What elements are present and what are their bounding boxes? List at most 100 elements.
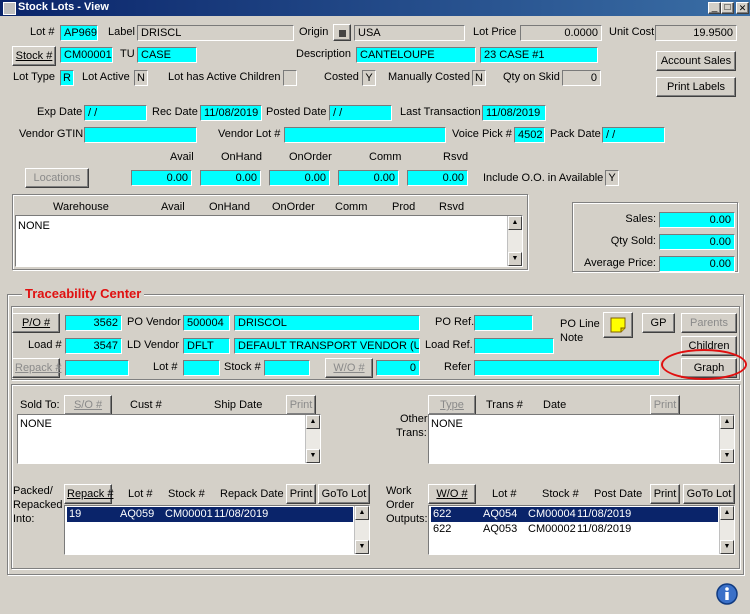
lot-active-checkbox[interactable]: N <box>134 70 148 86</box>
active-children-checkbox[interactable] <box>283 70 297 86</box>
packed-goto-lot-button[interactable]: GoTo Lot <box>318 484 370 504</box>
table-row[interactable]: 19 AQ059 CM00001 11/08/2019 <box>67 507 353 522</box>
wo-number-cell: 622 <box>433 523 452 535</box>
minimize-button[interactable]: _ <box>708 2 721 14</box>
table-row[interactable]: 622 AQ053 CM00002 11/08/2019 <box>431 522 718 537</box>
wo-outputs-list[interactable]: 622 AQ054 CM00004 11/08/2019 622 AQ053 C… <box>428 505 735 555</box>
po-line-note-button[interactable] <box>603 312 633 338</box>
ld-vendor-name-field[interactable]: DEFAULT TRANSPORT VENDOR (USD <box>234 338 420 354</box>
load-field[interactable]: 3547 <box>65 338 122 354</box>
info-icon[interactable] <box>715 582 739 606</box>
lot-field[interactable]: AP969 <box>60 25 98 41</box>
po-ref-field[interactable] <box>474 315 533 331</box>
include-oo-checkbox[interactable]: Y <box>605 170 619 186</box>
trace-lot-field[interactable] <box>183 360 220 376</box>
po-line-note-label: PO Line <box>560 318 600 330</box>
label-label: Label <box>108 26 135 38</box>
type-button[interactable]: Type <box>428 395 476 415</box>
last-transaction-field[interactable]: 11/08/2019 <box>482 105 546 121</box>
warehouse-list[interactable]: NONE ▲▼ <box>15 215 523 267</box>
packed-print-button[interactable]: Print <box>286 484 316 504</box>
qty-onhand-field[interactable]: 0.00 <box>200 170 261 186</box>
stock-button[interactable]: Stock # <box>12 46 56 66</box>
pack-date-field[interactable]: / / <box>602 127 665 143</box>
lot-price-label: Lot Price <box>473 26 517 38</box>
print-labels-button[interactable]: Print Labels <box>656 77 736 97</box>
close-button[interactable]: ✕ <box>736 2 749 14</box>
sold-to-list[interactable]: NONE ▲▼ <box>17 414 321 464</box>
wo-goto-lot-button[interactable]: GoTo Lot <box>683 484 735 504</box>
packed-date-cell: 11/08/2019 <box>214 508 269 520</box>
sold-to-print-button[interactable]: Print <box>286 395 316 415</box>
qty-on-skid-field[interactable]: 0 <box>562 70 601 86</box>
label-field[interactable]: DRISCL <box>137 25 294 41</box>
maximize-button[interactable]: □ <box>721 2 734 14</box>
qty-avail-field[interactable]: 0.00 <box>131 170 192 186</box>
exp-date-field[interactable]: / / <box>84 105 147 121</box>
vendor-gtin-field[interactable] <box>84 127 197 143</box>
post-date-header: Post Date <box>594 488 643 500</box>
list-item[interactable]: NONE <box>18 220 50 232</box>
stock-field[interactable]: CM00001 <box>60 47 113 63</box>
wh-header-prod: Prod <box>392 201 416 213</box>
packed-repack-button[interactable]: Repack # <box>64 484 113 504</box>
list-item[interactable]: NONE <box>431 418 463 430</box>
unit-cost-field[interactable]: 19.9500 <box>655 25 737 41</box>
so-button[interactable]: S/O # <box>64 395 112 415</box>
refer-field[interactable] <box>474 360 660 376</box>
locations-button[interactable]: Locations <box>25 168 89 188</box>
po-button[interactable]: P/O # <box>12 313 60 333</box>
ld-vendor-code-field[interactable]: DFLT <box>183 338 230 354</box>
wo-stock-cell: CM00002 <box>528 523 576 535</box>
rec-date-field[interactable]: 11/08/2019 <box>200 105 262 121</box>
parents-button[interactable]: Parents <box>681 313 737 333</box>
table-row[interactable]: 622 AQ054 CM00004 11/08/2019 <box>431 507 718 522</box>
tu-field[interactable]: CASE <box>137 47 197 63</box>
gp-button[interactable]: GP <box>642 313 675 333</box>
ship-date-header: Ship Date <box>214 399 263 411</box>
costed-checkbox[interactable]: Y <box>362 70 376 86</box>
other-trans-list[interactable]: NONE ▲▼ <box>428 414 735 464</box>
wo-button[interactable]: W/O # <box>325 358 373 378</box>
qty-rsvd-field[interactable]: 0.00 <box>407 170 468 186</box>
account-sales-button[interactable]: Account Sales <box>656 51 736 71</box>
list-item[interactable]: NONE <box>20 418 52 430</box>
packed-list[interactable]: 19 AQ059 CM00001 11/08/2019 ▲▼ <box>64 505 370 555</box>
wh-header-avail: Avail <box>161 201 185 213</box>
repack-button[interactable]: Repack # <box>12 358 61 378</box>
avg-price-field[interactable]: 0.00 <box>659 256 735 272</box>
window-title: Stock Lots - View <box>18 1 109 13</box>
description-field-2[interactable]: 23 CASE #1 <box>480 47 598 63</box>
description-field[interactable]: CANTELOUPE <box>356 47 476 63</box>
qty-comm-field[interactable]: 0.00 <box>338 170 399 186</box>
scrollbar[interactable]: ▲▼ <box>354 506 369 554</box>
origin-field[interactable]: USA <box>354 25 465 41</box>
lot-type-field[interactable]: R <box>60 70 74 86</box>
qty-sold-field[interactable]: 0.00 <box>659 234 735 250</box>
other-trans-print-button[interactable]: Print <box>650 395 680 415</box>
scrollbar[interactable]: ▲▼ <box>719 415 734 463</box>
qty-header-onhand: OnHand <box>221 151 262 163</box>
sales-field[interactable]: 0.00 <box>659 212 735 228</box>
scrollbar[interactable]: ▲▼ <box>719 506 734 554</box>
load-ref-field[interactable] <box>474 338 554 354</box>
lot-price-field[interactable]: 0.0000 <box>520 25 602 41</box>
scrollbar[interactable]: ▲▼ <box>305 415 320 463</box>
manually-costed-checkbox[interactable]: N <box>472 70 486 86</box>
wo-field[interactable]: 0 <box>376 360 420 376</box>
wo-print-button[interactable]: Print <box>650 484 680 504</box>
repack-field[interactable] <box>65 360 129 376</box>
qty-onorder-field[interactable]: 0.00 <box>269 170 330 186</box>
po-vendor-name-field[interactable]: DRISCOL <box>234 315 420 331</box>
po-vendor-code-field[interactable]: 500004 <box>183 315 230 331</box>
voice-pick-field[interactable]: 4502 <box>514 127 545 143</box>
origin-lookup-button[interactable] <box>333 24 351 41</box>
scrollbar[interactable]: ▲▼ <box>507 216 522 266</box>
vendor-gtin-label: Vendor GTIN <box>19 128 84 140</box>
vendor-lot-field[interactable] <box>284 127 446 143</box>
trace-stock-field[interactable] <box>264 360 310 376</box>
wo-outputs-button[interactable]: W/O # <box>428 484 476 504</box>
po-vendor-label: PO Vendor <box>127 316 181 328</box>
posted-date-field[interactable]: / / <box>329 105 392 121</box>
po-field[interactable]: 3562 <box>65 315 122 331</box>
